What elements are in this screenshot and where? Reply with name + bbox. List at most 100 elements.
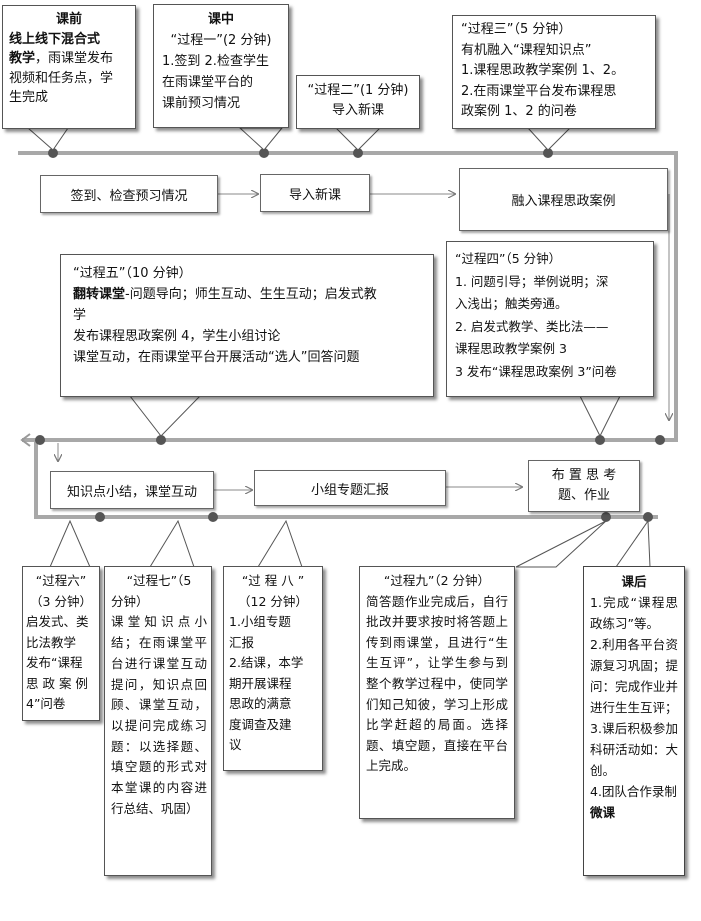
callout-tail-process9	[515, 520, 607, 568]
pre-class-line2-bold: 教学	[9, 51, 36, 66]
callout-tail-post-class	[615, 519, 651, 568]
process4-line5: 课程思政教学案例 3	[455, 341, 567, 356]
process5-line5: 课堂互动，在雨课堂平台开展活动“选人”回答问题	[73, 350, 360, 365]
process4-heading: “过程四”（5 分钟）	[455, 251, 562, 266]
process9-heading: “过程九”（2 分钟）	[383, 573, 491, 588]
post-class-box: 课后 1.完成“课程思政练习”等。 2.利用各平台资源复习巩固；提问：完成作业并…	[583, 566, 685, 876]
process4-line3: 入浅出；触类旁通。	[455, 296, 568, 311]
process4-box: “过程四”（5 分钟） 1. 问题引导；举例说明；深 入浅出；触类旁通。 2. …	[446, 241, 654, 397]
flow-step-summary: 知识点小结，课堂互动	[50, 471, 214, 509]
process6-line6: 思 政 案 例	[26, 675, 88, 691]
process6-box: “过程六” （3 分钟） 启发式、类 比法教学 发布“课程 思 政 案 例 4”…	[22, 566, 100, 721]
process9-box: “过程九”（2 分钟） 简答题作业完成后，自行批改并要求按时将答题上传到雨课堂，…	[359, 566, 515, 819]
rail-dot	[655, 435, 665, 445]
post-class-item1: 1.完成“课程思政练习”等。	[590, 595, 678, 631]
process8-line5: 2.结课，本学	[229, 655, 304, 670]
flow-step-assign-homework: 布 置 思 考 题、作业	[528, 460, 640, 512]
process5-line2: -问题导向；师生互动、生生互动；启发式教	[125, 287, 377, 302]
process5-box: “过程五”（10 分钟） 翻转课堂-问题导向；师生互动、生生互动；启发式教 学 …	[60, 254, 434, 397]
process8-line7: 思政的满意	[229, 696, 292, 711]
process6-line7: 4”问卷	[26, 696, 66, 711]
flow-step-integrate-cases-label: 融入课程思政案例	[511, 194, 616, 209]
process1-line3: 在雨课堂平台的	[162, 75, 254, 90]
pre-class-box: 课前 线上线下混合式 教学，雨课堂发布 视频和任务点，学 生完成	[2, 5, 136, 129]
process3-heading: “过程三”（5 分钟）	[461, 22, 572, 37]
process5-line3: 学	[73, 308, 87, 323]
process1-line4: 课前预习情况	[162, 96, 241, 111]
rail-dot	[595, 435, 605, 445]
flow-step-integrate-cases: 融入课程思政案例	[459, 168, 668, 231]
pre-class-line3: 视频和任务点，学	[9, 70, 114, 86]
process3-line3: 1.课程思政教学案例 1、2。	[461, 63, 625, 78]
process6-line5: 发布“课程	[26, 655, 83, 670]
rail-dot	[601, 512, 611, 522]
process9-body: 简答题作业完成后，自行批改并要求按时将答题上传到雨课堂，且进行“生生互评”，让学…	[366, 593, 508, 774]
process8-heading: “过 程 八 ”	[241, 573, 305, 588]
process6-duration: （3 分钟）	[30, 593, 92, 609]
process1-heading: “过程一”(2 分钟)	[170, 33, 272, 48]
flow-step-assign-line1: 布 置 思 考	[551, 468, 617, 483]
process8-box: “过 程 八 ” （12 分钟） 1.小组专题 汇报 2.结课，本学 期开展课程…	[223, 566, 323, 771]
post-class-item4: 4.团队合作录制	[590, 784, 677, 799]
pre-class-line1: 线上线下混合式	[9, 31, 101, 47]
process7-duration: 分钟）	[111, 593, 149, 609]
process2-line2: 导入新课	[331, 103, 384, 118]
callout-tail-process7	[149, 519, 195, 568]
post-class-title: 课后	[621, 574, 647, 589]
rail-dot	[543, 148, 553, 158]
pre-class-line4: 生完成	[9, 90, 49, 105]
pre-class-title: 课前	[55, 12, 82, 27]
callout-tail-process3	[526, 127, 572, 151]
process4-line4: 2. 启发式教学、类比法——	[455, 318, 609, 334]
process5-line4: 发布课程思政案例 4，学生小组讨论	[73, 329, 281, 344]
process5-heading: “过程五”（10 分钟）	[73, 266, 192, 281]
callout-tail-in-class	[238, 127, 284, 151]
flow-step-intro: 导入新课	[260, 174, 370, 212]
flow-step-summary-label: 知识点小结，课堂互动	[66, 484, 197, 500]
process3-line5: 政案例 1、2 的问卷	[461, 104, 577, 119]
callout-tail-process5	[128, 395, 202, 437]
flow-step-sign-in-label: 签到、检查预习情况	[70, 188, 188, 204]
process2-heading: “过程二”(1 分钟)	[307, 83, 409, 98]
pre-class-line2: ，雨课堂发布	[35, 51, 114, 66]
process7-heading: “过程七”（5	[126, 573, 192, 588]
process7-box: “过程七”（5 分钟） 课堂知识点小结；在雨课堂平台进行课堂互动提问，知识点回顾…	[104, 566, 212, 876]
process8-duration: （12 分钟）	[238, 593, 308, 609]
flow-step-group-report-label: 小组专题汇报	[310, 482, 389, 498]
rail-dot	[48, 148, 58, 158]
flow-step-sign-in: 签到、检查预习情况	[40, 175, 218, 213]
process8-line9: 议	[229, 737, 242, 752]
process4-line2: 1. 问题引导；举例说明；深	[455, 273, 609, 289]
rail-dot	[156, 435, 166, 445]
rail-dot	[259, 148, 269, 158]
process6-line3: 启发式、类	[26, 614, 89, 629]
post-class-item4-bold: 微课	[590, 805, 616, 820]
process8-line6: 期开展课程	[229, 675, 292, 691]
callout-tail-process2	[334, 127, 382, 151]
rail-dot	[353, 148, 363, 158]
process5-flipped-class: 翻转课堂	[73, 287, 126, 302]
flow-step-intro-label: 导入新课	[288, 187, 341, 203]
post-class-item2: 2.利用各平台资源复习巩固；提问：完成作业并进行生生互评；	[590, 637, 678, 715]
process6-heading: “过程六”	[35, 573, 87, 588]
in-class-title: 课中	[207, 12, 234, 27]
callout-tail-process4	[579, 395, 621, 438]
flow-step-group-report: 小组专题汇报	[254, 470, 446, 506]
rail-dot	[208, 512, 218, 522]
process8-line8: 度调查及建	[229, 716, 292, 732]
process3-box: “过程三”（5 分钟） 有机融入“课程知识点” 1.课程思政教学案例 1、2。 …	[452, 15, 656, 129]
process6-line4: 比法教学	[26, 634, 77, 650]
in-class-process1-box: 课中 “过程一”(2 分钟) 1.签到 2.检查学生 在雨课堂平台的 课前预习情…	[153, 4, 289, 128]
process3-line4: 2.在雨课堂平台发布课程思	[461, 83, 617, 99]
process2-box: “过程二”(1 分钟) 导入新课	[296, 75, 420, 129]
post-class-item3: 3.课后积极参加科研活动如：大创。	[590, 721, 678, 778]
callout-tail-process6	[49, 519, 91, 568]
process3-line2: 有机融入“课程知识点”	[461, 42, 592, 58]
process8-line4: 汇报	[229, 634, 255, 650]
rail-dot	[643, 512, 653, 522]
rail-dot	[95, 512, 105, 522]
process7-body: 课堂知识点小结；在雨课堂平台进行课堂互动提问，知识点回顾、课堂互动，以提问完成练…	[111, 614, 207, 816]
middle-rail-end-arrow	[20, 433, 31, 447]
